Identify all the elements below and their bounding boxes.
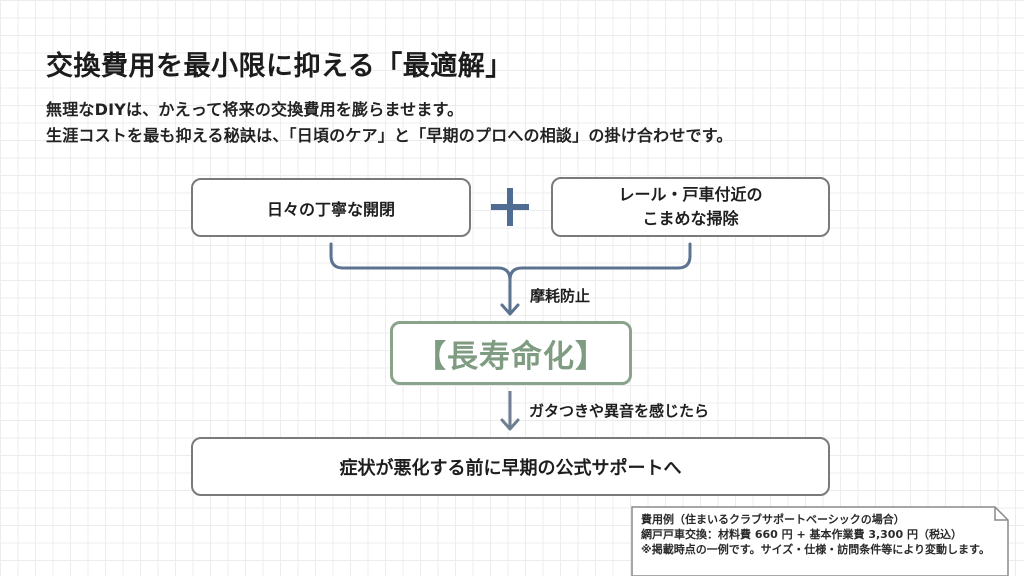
official-support-box: 症状が悪化する前に早期の公式サポートへ [191,437,830,496]
longevity-label: 【長寿命化】 [415,338,607,375]
cleaning-label-line-1: レール・戸車付近の [618,185,763,204]
note-line-2: 網戸戸車交換：材料費 660 円 + 基本作業費 3,300 円（税込） [641,528,962,541]
subtitle-line-1: 無理なDIYは、かえって将来の交換費用を膨らませます。 [46,100,464,119]
symptom-trigger-label: ガタつきや異音を感じたら [529,402,710,420]
daily-care-label: 日々の丁寧な開閉 [266,199,395,219]
longevity-box: 【長寿命化】 [390,321,632,385]
subtitle-line-2: 生涯コストを最も抑える秘訣は、「日頃のケア」と「早期のプロへの相談」の掛け合わせ… [46,126,733,145]
wear-prevention-label: 摩耗防止 [530,287,591,305]
page-title: 交換費用を最小限に抑える「最適解」 [46,51,513,82]
plus-icon [491,188,529,226]
arrow-down-icon [500,418,520,431]
note-line-1: 費用例（住まいるクラブサポートベーシックの場合） [641,513,905,526]
cost-example-note: 費用例（住まいるクラブサポートベーシックの場合） 網戸戸車交換：材料費 660 … [631,506,1009,576]
cleaning-label-line-2: こまめな掃除 [642,209,739,228]
official-support-label: 症状が悪化する前に早期の公式サポートへ [339,457,682,479]
flow-connectors [329,242,692,431]
brace-connector [329,242,692,281]
cleaning-box: レール・戸車付近の こまめな掃除 [551,177,830,237]
daily-care-box: 日々の丁寧な開閉 [191,178,471,237]
arrow-down-icon [500,303,520,316]
note-line-3: ※掲載時点の一例です。サイズ・仕様・訪問条件等により変動します。 [641,543,990,556]
